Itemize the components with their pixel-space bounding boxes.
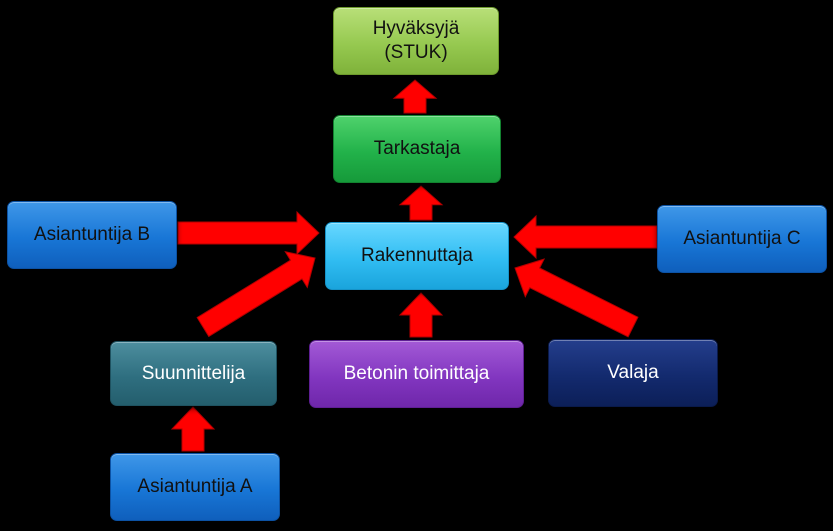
node-tarkastaja-label: Tarkastaja <box>373 138 461 160</box>
arrow-betonin-toimittaja-to-rakennuttaja <box>398 292 444 338</box>
node-rakennuttaja: Rakennuttaja <box>325 222 509 290</box>
arrow-suunnittelija-to-rakennuttaja <box>196 250 316 338</box>
node-asiantuntija-c-label: Asiantuntija C <box>683 228 801 250</box>
node-betonin-toimittaja: Betonin toimittaja <box>309 340 524 408</box>
arrow-rakennuttaja-to-tarkastaja <box>398 185 444 221</box>
node-tarkastaja: Tarkastaja <box>333 115 501 183</box>
node-valaja-label: Valaja <box>607 362 659 384</box>
node-rakennuttaja-label: Rakennuttaja <box>361 245 473 267</box>
arrow-tarkastaja-to-hyvaksyja <box>392 79 438 114</box>
node-asiantuntija-b-label: Asiantuntija B <box>33 224 151 246</box>
node-asiantuntija-b: Asiantuntija B <box>7 201 177 269</box>
arrow-asiantuntija-b-to-rakennuttaja <box>177 210 320 256</box>
node-betonin-toimittaja-label: Betonin toimittaja <box>343 363 490 385</box>
node-asiantuntija-a: Asiantuntija A <box>110 453 280 521</box>
node-hyvaksyja: Hyväksyjä (STUK) <box>333 7 499 75</box>
arrow-asiantuntija-a-to-suunnittelija <box>170 406 216 452</box>
arrow-asiantuntija-c-to-rakennuttaja <box>513 214 658 260</box>
node-asiantuntija-c: Asiantuntija C <box>657 205 827 273</box>
node-hyvaksyja-label: Hyväksyjä (STUK) <box>372 18 460 63</box>
node-suunnittelija: Suunnittelija <box>110 341 277 406</box>
arrow-valaja-to-rakennuttaja <box>514 258 639 338</box>
node-asiantuntija-a-label: Asiantuntija A <box>137 476 253 498</box>
node-valaja: Valaja <box>548 339 718 407</box>
node-suunnittelija-label: Suunnittelija <box>141 362 246 384</box>
